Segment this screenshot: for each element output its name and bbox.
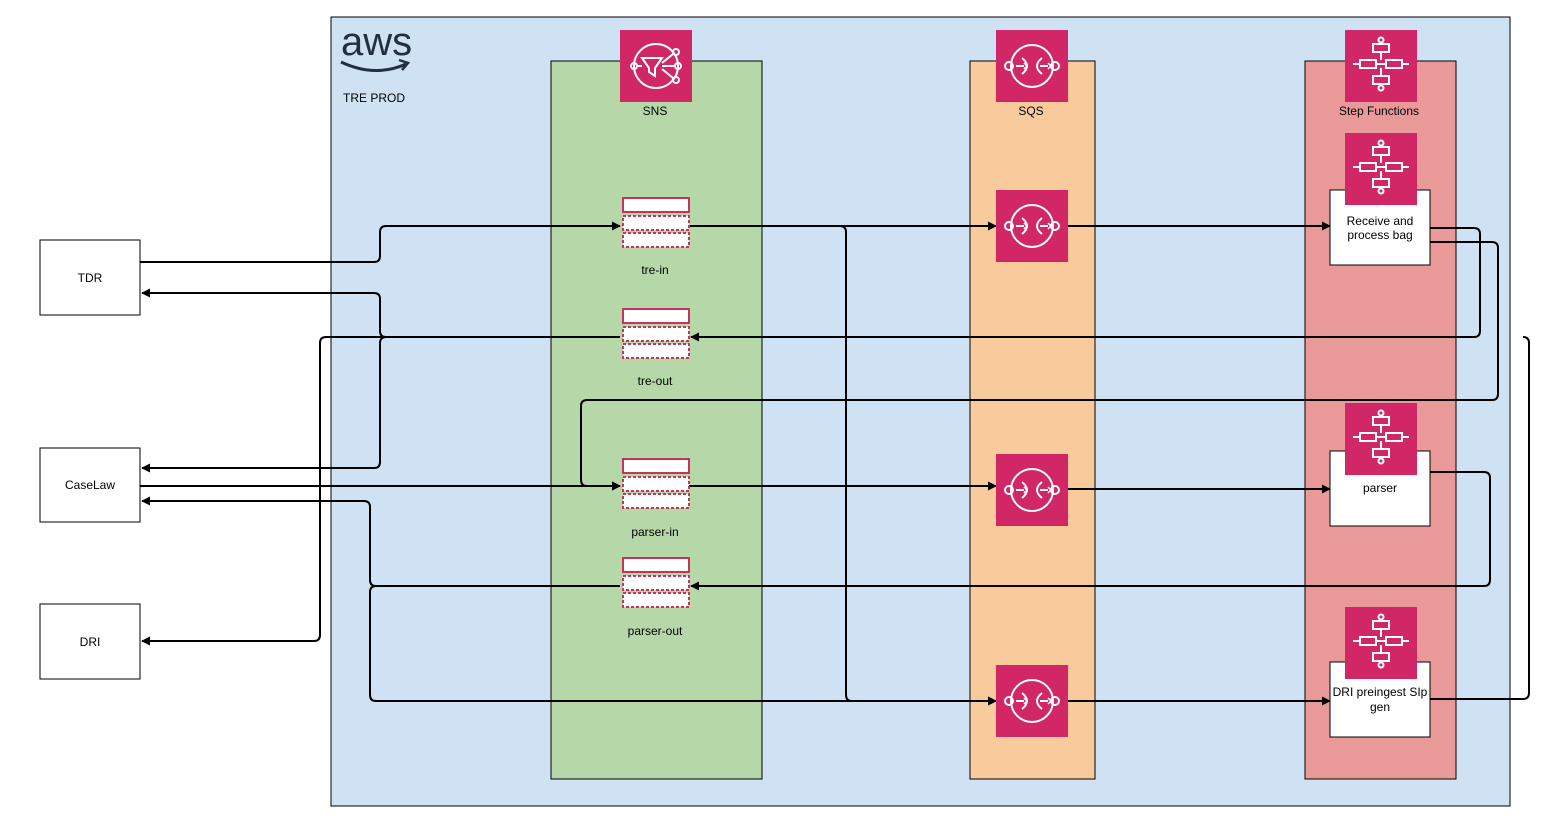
edge-tre-out-to-dri (141, 336, 620, 646)
dri-preingest-label-line-2: gen (1370, 700, 1390, 714)
step-functions-icon (1344, 402, 1418, 476)
account-name: TRE PROD (343, 91, 405, 105)
aws-smile-icon (340, 60, 407, 73)
parser-in-label: parser-in (631, 525, 678, 539)
sqs-column (969, 60, 1096, 780)
step-functions-icon (1344, 29, 1418, 103)
external-system-caselaw[interactable]: CaseLaw (39, 447, 141, 523)
sqs-parser-queue-icon[interactable] (995, 453, 1069, 527)
aws-smile-arrow-icon (398, 58, 411, 71)
caselaw-label: CaseLaw (65, 478, 115, 492)
sns-column-label: SNS (643, 104, 668, 118)
sqs-column-label: SQS (1018, 104, 1043, 118)
sqs-dri-queue-icon[interactable] (995, 664, 1069, 738)
topic-parser-out[interactable]: parser-out (622, 557, 690, 638)
state-machine-dri-preingest[interactable]: DRI preingest SIp gen (1329, 606, 1431, 738)
step-functions-icon (1344, 132, 1418, 206)
edge-parser-out-to-sqs-dri (369, 585, 997, 706)
state-machine-receive-and-process-bag[interactable]: Receive and process bag (1329, 132, 1431, 266)
external-system-dri[interactable]: DRI (39, 603, 141, 680)
sns-fanout-icon (619, 29, 693, 103)
parser-out-label: parser-out (628, 624, 683, 638)
tre-in-label: tre-in (641, 263, 668, 277)
edge-receive-to-tre-out (690, 227, 1481, 342)
dri-preingest-label-line-1: DRI preingest SIp (1333, 685, 1428, 699)
topic-tre-in[interactable]: tre-in (622, 197, 690, 277)
sqs-receive-queue-icon[interactable] (995, 189, 1069, 263)
edge-receive-to-parser-in (580, 241, 1499, 491)
state-machine-parser[interactable]: parser (1329, 402, 1431, 527)
edge-tdr-to-tre-in (140, 221, 621, 263)
edge-dri-preingest-to-tre-out (1430, 336, 1530, 700)
receive-label-line-2: process bag (1347, 228, 1412, 242)
edge-parser-to-parser-out (690, 471, 1491, 591)
connectors (140, 221, 1530, 706)
step-functions-column-label: Step Functions (1339, 104, 1419, 118)
receive-label-line-1: Receive and (1347, 214, 1414, 228)
aws-logo: aws (340, 20, 412, 73)
sqs-queue-icon (995, 29, 1069, 103)
topic-tre-out[interactable]: tre-out (622, 308, 690, 388)
external-system-tdr[interactable]: TDR (39, 239, 141, 316)
topic-parser-in[interactable]: parser-in (622, 458, 690, 539)
dri-label: DRI (80, 635, 101, 649)
step-functions-icon (1344, 606, 1418, 680)
sns-column (550, 60, 763, 780)
parser-label: parser (1363, 481, 1397, 495)
tre-out-label: tre-out (638, 374, 673, 388)
aws-logo-wordmark: aws (341, 20, 412, 64)
tdr-label: TDR (78, 271, 103, 285)
